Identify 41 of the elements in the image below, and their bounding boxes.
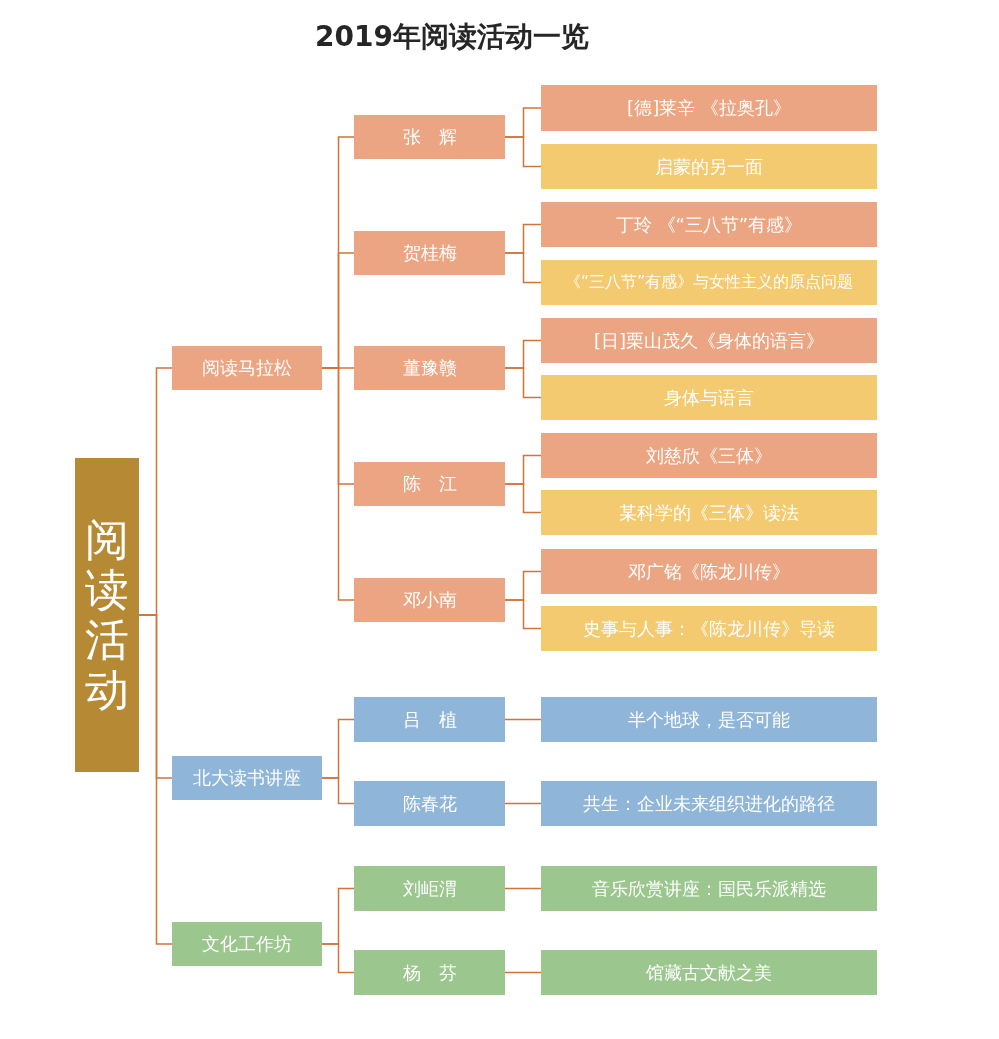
connector-line: [504, 136, 542, 168]
speaker-box: 陈春花: [354, 781, 505, 826]
speaker-box: 贺桂梅: [354, 231, 505, 275]
speaker-box: 董豫赣: [354, 346, 505, 390]
topic-box: 共生：企业未来组织进化的路径: [541, 781, 877, 826]
topic-box: 半个地球，是否可能: [541, 697, 877, 742]
topic-box: 某科学的《三体》读法: [541, 490, 877, 535]
category-box: 阅读马拉松: [172, 346, 322, 390]
topic-box: 丁玲 《“三八节”有感》: [541, 202, 877, 247]
connector-line: [138, 614, 173, 945]
connector-line: [504, 802, 542, 805]
diagram-title: 2019年阅读活动一览: [315, 20, 589, 53]
speaker-box: 张 辉: [354, 115, 505, 159]
topic-box: 音乐欣赏讲座：国民乐派精选: [541, 866, 877, 911]
connector-line: [504, 367, 542, 399]
connector-line: [504, 252, 542, 284]
category-box: 文化工作坊: [172, 922, 322, 966]
speaker-box: 吕 植: [354, 697, 505, 742]
topic-box: 刘慈欣《三体》: [541, 433, 877, 478]
connector-line: [321, 943, 355, 974]
topic-box: 史事与人事：《陈龙川传》导读: [541, 606, 877, 651]
topic-box: 《“三八节”有感》与女性主义的原点问题: [541, 260, 877, 305]
connector-line: [504, 971, 542, 974]
connector-line: [504, 718, 542, 721]
connector-line: [504, 599, 542, 630]
topic-box: 馆藏古文献之美: [541, 950, 877, 995]
speaker-box: 杨 芬: [354, 950, 505, 995]
root-box: 阅读活动: [75, 458, 139, 772]
topic-box: 邓广铭《陈龙川传》: [541, 549, 877, 594]
topic-box: [日]栗山茂久《身体的语言》: [541, 318, 877, 363]
topic-box: 身体与语言: [541, 375, 877, 420]
topic-box: [德]莱辛 《拉奥孔》: [541, 85, 877, 131]
connector-line: [321, 367, 355, 601]
speaker-box: 陈 江: [354, 462, 505, 506]
connector-line: [321, 777, 355, 805]
category-box: 北大读书讲座: [172, 756, 322, 800]
speaker-box: 邓小南: [354, 578, 505, 622]
topic-box: 启蒙的另一面: [541, 144, 877, 189]
connector-line: [504, 887, 542, 890]
connector-line: [504, 483, 542, 514]
speaker-box: 刘岠渭: [354, 866, 505, 911]
